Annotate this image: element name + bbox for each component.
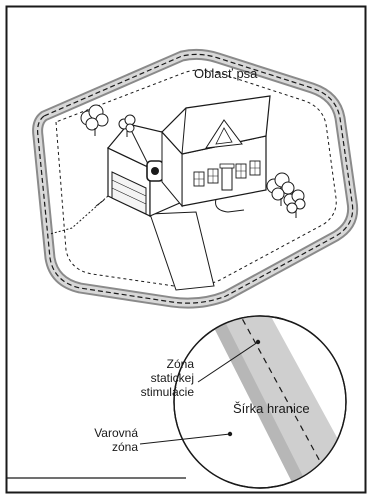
driveway: [149, 211, 215, 291]
warning-zone-line: [55, 69, 337, 288]
warning-zone-label-line2: zóna: [111, 440, 138, 454]
figure-frame: [5, 5, 367, 494]
static-zone-label-line1: Zóna: [166, 357, 194, 371]
warning-zone-leader: [139, 433, 231, 445]
zoom-circle: [6, 315, 347, 489]
static-zone-leader: [197, 341, 259, 383]
twisted-wire: [49, 195, 109, 235]
dog-area-label: Oblasť psa: [194, 66, 258, 81]
warning-zone-label-line1: Varovná: [94, 426, 138, 440]
house: [161, 95, 271, 208]
warning-zone-label: Varovná zóna: [54, 426, 138, 454]
static-zone-label-line3: stimulácie: [140, 385, 194, 399]
tree-right: [266, 172, 306, 218]
yard-overview: [32, 48, 359, 309]
static-zone-label: Zóna statickej stimulácie: [74, 357, 194, 399]
boundary-width-label: Šírka hranice: [233, 401, 310, 416]
static-zone-label-line2: statickej: [150, 371, 194, 385]
boundary-wire: [37, 53, 354, 304]
tree-left: [80, 104, 136, 137]
